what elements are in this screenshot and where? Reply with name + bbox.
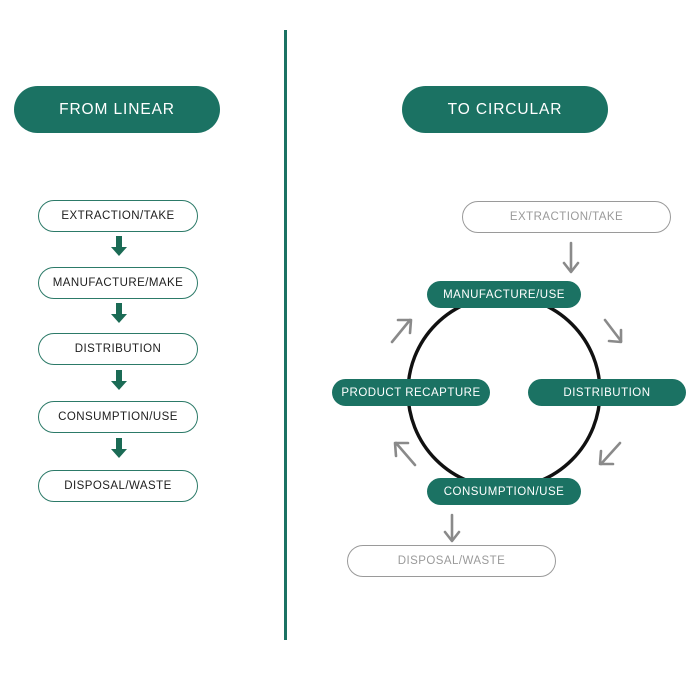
- vertical-divider: [284, 30, 287, 640]
- linear-stage-manufacture[interactable]: MANUFACTURE/MAKE: [38, 267, 198, 299]
- circular-outflow-disposal[interactable]: DISPOSAL/WASTE: [347, 545, 556, 577]
- circular-inflow-extraction[interactable]: EXTRACTION/TAKE: [462, 201, 671, 233]
- down-arrow-solid-icon: [111, 370, 127, 390]
- down-arrow-thin-icon: [443, 513, 461, 543]
- linear-stage-disposal[interactable]: DISPOSAL/WASTE: [38, 470, 198, 502]
- linear-stage-distribution[interactable]: DISTRIBUTION: [38, 333, 198, 365]
- down-arrow-solid-icon: [111, 438, 127, 458]
- from-linear-header: FROM LINEAR: [14, 86, 220, 133]
- cycle-arrow-bottom-right: [598, 441, 622, 466]
- cycle-arrow-bottom-left: [393, 441, 417, 467]
- cycle-stage-distribution[interactable]: DISTRIBUTION: [528, 379, 686, 406]
- cycle-arrow-top-left: [390, 318, 413, 344]
- linear-stage-consumption[interactable]: CONSUMPTION/USE: [38, 401, 198, 433]
- down-arrow-solid-icon: [111, 303, 127, 323]
- down-arrow-solid-icon: [111, 236, 127, 256]
- cycle-stage-consumption[interactable]: CONSUMPTION/USE: [427, 478, 581, 505]
- cycle-arrow-top-right: [603, 318, 623, 344]
- linear-stage-extraction[interactable]: EXTRACTION/TAKE: [38, 200, 198, 232]
- to-circular-header: TO CIRCULAR: [402, 86, 608, 133]
- cycle-stage-product-recapture[interactable]: PRODUCT RECAPTURE: [332, 379, 490, 406]
- cycle-stage-manufacture[interactable]: MANUFACTURE/USE: [427, 281, 581, 308]
- down-arrow-thin-icon: [562, 241, 580, 274]
